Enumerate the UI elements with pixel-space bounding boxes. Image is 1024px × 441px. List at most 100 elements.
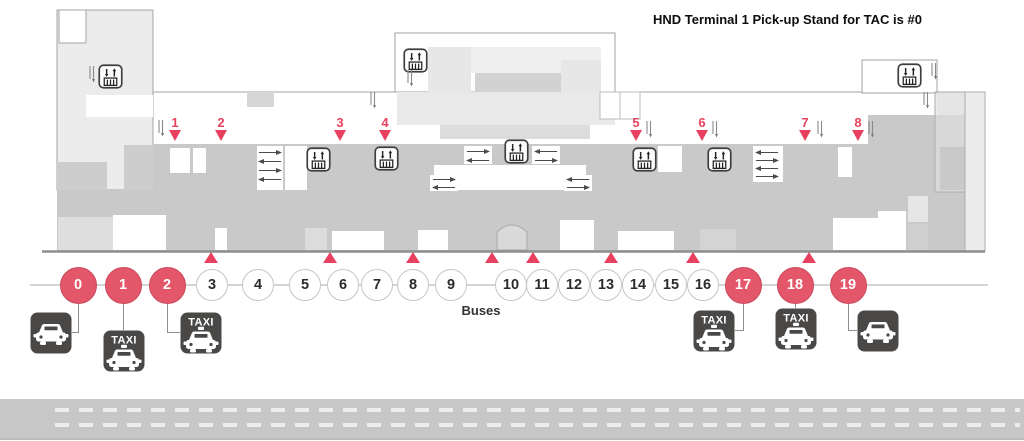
escalator-icon bbox=[923, 92, 930, 110]
stand-number: 6 bbox=[338, 277, 348, 293]
connector-line bbox=[122, 303, 124, 330]
stand-0: 0 bbox=[59, 266, 97, 304]
stand-number: 8 bbox=[408, 277, 418, 293]
entrance-number: 5 bbox=[632, 115, 640, 130]
entrance-number: 8 bbox=[854, 115, 862, 130]
stand-number: 11 bbox=[534, 277, 550, 293]
entrance-marker-3: 3 bbox=[329, 116, 351, 141]
curb-arrow-icon bbox=[406, 252, 420, 263]
entrance-triangle-icon bbox=[852, 130, 864, 141]
elevator-icon bbox=[897, 63, 922, 88]
stand-5: 5 bbox=[289, 269, 321, 301]
stand-8: 8 bbox=[397, 269, 429, 301]
connector-line bbox=[847, 303, 849, 331]
stand-number: 2 bbox=[162, 277, 172, 293]
buses-label: Buses bbox=[461, 303, 501, 318]
taxi-icon: TAXI bbox=[103, 330, 145, 372]
stand-11: 11 bbox=[526, 269, 558, 301]
stand-10: 10 bbox=[495, 269, 527, 301]
entrance-triangle-icon bbox=[630, 130, 642, 141]
entrance-number: 6 bbox=[698, 115, 706, 130]
stand-number: 7 bbox=[372, 277, 382, 293]
entrance-marker-5: 5 bbox=[625, 116, 647, 141]
terminal-building bbox=[56, 9, 986, 252]
stand-number: 15 bbox=[662, 277, 680, 293]
stand-2: 2 bbox=[148, 266, 186, 304]
page-title: HND Terminal 1 Pick-up Stand for TAC is … bbox=[653, 12, 922, 27]
stand-number: 4 bbox=[253, 277, 263, 293]
elevator-icon bbox=[504, 139, 529, 164]
curb-arrow-icon bbox=[686, 252, 700, 263]
road-lane-dashes bbox=[55, 423, 1020, 427]
curb-arrow-icon bbox=[485, 252, 499, 263]
stand-9: 9 bbox=[435, 269, 467, 301]
elevator-icon bbox=[306, 147, 331, 172]
taxi-icon: TAXI bbox=[775, 308, 817, 350]
stand-number: 3 bbox=[207, 277, 217, 293]
entrance-marker-2: 2 bbox=[210, 116, 232, 141]
stand-number: 16 bbox=[694, 277, 712, 293]
stand-number: 18 bbox=[786, 277, 804, 293]
entrance-triangle-icon bbox=[379, 130, 391, 141]
car-icon bbox=[857, 310, 899, 352]
entrance-marker-8: 8 bbox=[847, 116, 869, 141]
entrance-number: 1 bbox=[171, 115, 179, 130]
stand-number: 19 bbox=[839, 277, 857, 293]
stand-6: 6 bbox=[327, 269, 359, 301]
curb-arrow-icon bbox=[323, 252, 337, 263]
svg-text:TAXI: TAXI bbox=[783, 313, 808, 325]
entrance-marker-4: 4 bbox=[374, 116, 396, 141]
terminal-rooms bbox=[42, 146, 985, 253]
connector-line bbox=[742, 303, 744, 331]
entrance-number: 4 bbox=[381, 115, 389, 130]
entrance-triangle-icon bbox=[696, 130, 708, 141]
entrance-marker-1: 1 bbox=[164, 116, 186, 141]
stand-16: 16 bbox=[687, 269, 719, 301]
entrance-number: 7 bbox=[801, 115, 809, 130]
elevator-icon bbox=[403, 48, 428, 73]
entrance-triangle-icon bbox=[334, 130, 346, 141]
entrance-triangle-icon bbox=[169, 130, 181, 141]
entrance-triangle-icon bbox=[799, 130, 811, 141]
stand-14: 14 bbox=[622, 269, 654, 301]
stand-4: 4 bbox=[242, 269, 274, 301]
escalator-icon bbox=[370, 92, 377, 110]
escalator-icon bbox=[712, 121, 719, 139]
elevator-icon bbox=[632, 147, 657, 172]
stand-7: 7 bbox=[361, 269, 393, 301]
stand-13: 13 bbox=[590, 269, 622, 301]
curb-arrow-icon bbox=[526, 252, 540, 263]
stand-15: 15 bbox=[655, 269, 687, 301]
svg-text:TAXI: TAXI bbox=[111, 335, 136, 347]
stand-1: 1 bbox=[104, 266, 142, 304]
stand-3: 3 bbox=[196, 269, 228, 301]
stand-12: 12 bbox=[558, 269, 590, 301]
connector-line bbox=[794, 303, 796, 308]
entrance-triangle-icon bbox=[215, 130, 227, 141]
connector-line bbox=[848, 330, 857, 331]
connector-line bbox=[735, 330, 743, 331]
curb-arrow-icon bbox=[802, 252, 816, 263]
escalator-icon bbox=[646, 121, 653, 139]
stand-number: 17 bbox=[734, 277, 752, 293]
escalator-arrows bbox=[257, 146, 783, 191]
elevator-icon bbox=[374, 146, 399, 171]
connector-line bbox=[77, 303, 79, 333]
connector-line bbox=[166, 303, 168, 333]
elevator-icon bbox=[707, 147, 732, 172]
stand-number: 12 bbox=[565, 277, 583, 293]
car-icon bbox=[30, 312, 72, 354]
stand-number: 14 bbox=[629, 277, 647, 293]
stand-number: 0 bbox=[73, 277, 83, 293]
road-lane-dashes bbox=[55, 408, 1020, 412]
elevator-icon bbox=[98, 64, 123, 89]
taxi-icon: TAXI bbox=[180, 312, 222, 354]
svg-text:TAXI: TAXI bbox=[701, 315, 726, 327]
stand-18: 18 bbox=[776, 266, 814, 304]
stand-17: 17 bbox=[724, 266, 762, 304]
entrance-marker-6: 6 bbox=[691, 116, 713, 141]
curb-arrow-icon bbox=[204, 252, 218, 263]
connector-line bbox=[72, 332, 78, 333]
